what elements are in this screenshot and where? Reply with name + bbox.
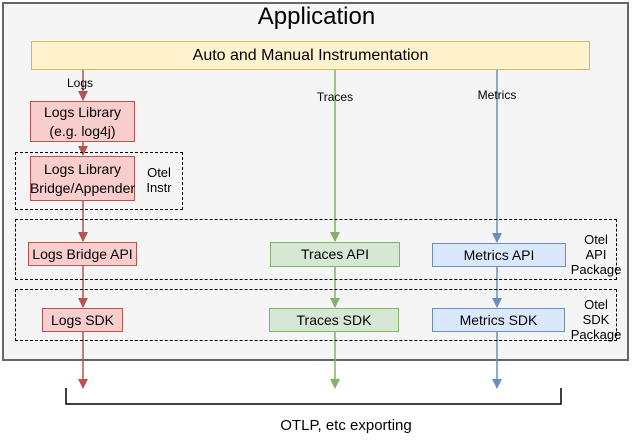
logs-flow-label: Logs — [66, 76, 94, 90]
otel-api-label-line3: Package — [570, 262, 622, 277]
traces-sdk-box: Traces SDK — [269, 308, 399, 332]
export-bracket — [65, 388, 562, 405]
otel-instr-label-line2: Instr — [146, 180, 172, 195]
otel-sdk-label-line2: SDK — [582, 312, 610, 327]
otel-instr-group-box — [15, 152, 183, 210]
logs-bridge-appender-box: Logs Library Bridge/Appender — [30, 156, 135, 201]
otel-sdk-label-line1: Otel — [584, 297, 608, 312]
logs-library-box: Logs Library (e.g. log4j) — [30, 101, 135, 142]
traces-api-box: Traces API — [270, 242, 400, 267]
logs-bridge-appender-line1: Logs Library — [43, 160, 122, 177]
instrumentation-box: Auto and Manual Instrumentation — [31, 41, 590, 70]
otel-sdk-package-group-box — [15, 289, 617, 341]
otel-api-label-line1: Otel — [584, 232, 608, 247]
metrics-api-box: Metrics API — [432, 243, 566, 267]
logs-library-line2: (e.g. log4j) — [49, 122, 116, 139]
metrics-sdk-box: Metrics SDK — [432, 308, 565, 332]
otel-sdk-label-line3: Package — [570, 327, 622, 342]
logs-sdk-box: Logs SDK — [42, 308, 123, 332]
logs-library-line1: Logs Library — [43, 103, 122, 120]
instrumentation-label: Auto and Manual Instrumentation — [192, 46, 429, 64]
traces-flow-label: Traces — [316, 90, 354, 104]
otel-instr-label-line1: Otel — [147, 165, 171, 180]
otel-api-package-group-box — [15, 219, 617, 280]
logs-bridge-api-box: Logs Bridge API — [28, 242, 137, 266]
otel-instr-group-label: Otel Instr — [134, 165, 184, 195]
otel-api-label-line2: API — [585, 247, 607, 262]
otel-api-package-group-label: Otel API Package — [570, 232, 622, 277]
otlp-exporting-label: OTLP, etc exporting — [280, 417, 412, 434]
logs-bridge-appender-line2: Bridge/Appender — [29, 179, 136, 196]
application-title: Application — [257, 3, 376, 30]
otel-sdk-package-group-label: Otel SDK Package — [570, 297, 622, 342]
metrics-flow-label: Metrics — [477, 88, 517, 102]
